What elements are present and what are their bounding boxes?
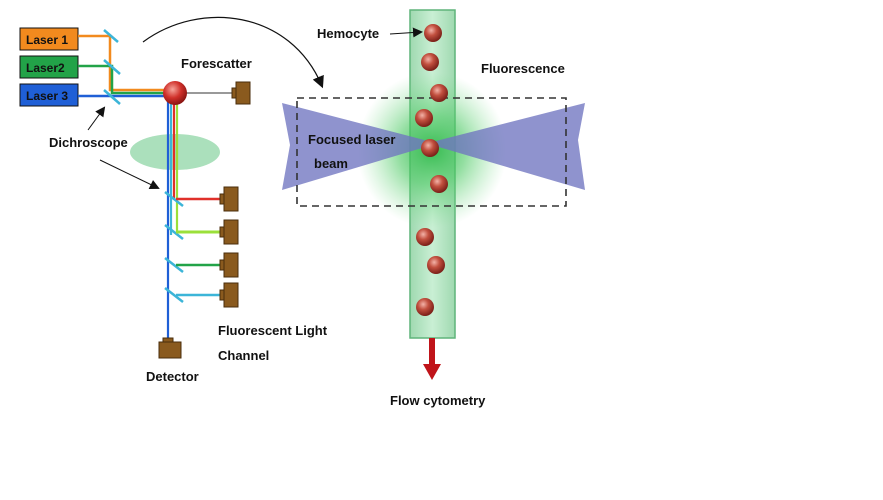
laser-1-label: Laser 1 xyxy=(26,33,68,47)
channel-label: Channel xyxy=(218,348,269,363)
laser-3-label: Laser 3 xyxy=(26,89,68,103)
focused-laser-beam xyxy=(282,103,585,190)
emission-beams xyxy=(166,95,179,340)
fluorescent-light-label: Fluorescent Light xyxy=(218,323,328,338)
flow-cytometry-label: Flow cytometry xyxy=(390,393,486,408)
channel-2-detector-icon xyxy=(219,219,239,245)
channel-4-detector-icon xyxy=(219,282,239,308)
laser-2-beam xyxy=(78,64,168,95)
laser-beams xyxy=(78,34,168,98)
hemocyte-cell xyxy=(421,53,439,71)
laser-1: Laser 1 xyxy=(19,27,79,51)
hemocyte-cell xyxy=(415,109,433,127)
dichroscope-pointer-up xyxy=(87,106,106,131)
hemocyte-cell xyxy=(430,84,448,102)
fluorescence-label: Fluorescence xyxy=(481,61,565,76)
channel-1-detector-icon xyxy=(219,186,239,212)
hemocyte-cell xyxy=(421,139,439,157)
beam-label: beam xyxy=(314,156,348,171)
laser-2-label: Laser2 xyxy=(26,61,65,75)
hemocytes xyxy=(415,24,448,316)
dichroscope-label: Dichroscope xyxy=(49,135,128,150)
mirror-2 xyxy=(103,59,121,75)
hemocyte-label: Hemocyte xyxy=(317,26,379,41)
forescatter-detector-icon xyxy=(231,81,251,105)
mirror-1 xyxy=(103,29,119,43)
fluorescent-channels xyxy=(164,186,239,308)
hemocyte-cell xyxy=(424,24,442,42)
flow-direction-arrow xyxy=(423,338,441,380)
hemocyte-pointer xyxy=(389,27,423,38)
focal-point xyxy=(163,81,187,105)
forescatter-label: Forescatter xyxy=(181,56,252,71)
channel-1-mirror xyxy=(164,191,184,207)
detector-label: Detector xyxy=(146,369,199,384)
laser-1-box xyxy=(19,27,79,51)
zoom-connector-arrow xyxy=(142,16,324,89)
channel-3-detector-icon xyxy=(219,252,239,278)
channel-2-mirror xyxy=(164,224,184,240)
focused-laser-label: Focused laser xyxy=(308,132,395,147)
hemocyte-cell xyxy=(427,256,445,274)
bottom-detector-icon xyxy=(158,337,182,359)
hemocyte-cell xyxy=(416,228,434,246)
channel-4-mirror xyxy=(164,287,184,303)
channel-3-mirror xyxy=(164,257,184,273)
laser-1-beam xyxy=(78,34,168,92)
hemocyte-cell xyxy=(416,298,434,316)
laser-2: Laser2 xyxy=(19,55,79,79)
hemocyte-cell xyxy=(430,175,448,193)
mirror-3 xyxy=(103,89,121,105)
laser-3: Laser 3 xyxy=(19,83,79,107)
dichroic-mirrors xyxy=(103,29,121,105)
interrogation-region xyxy=(296,97,567,207)
dichroscope-pointer-down xyxy=(99,159,160,190)
